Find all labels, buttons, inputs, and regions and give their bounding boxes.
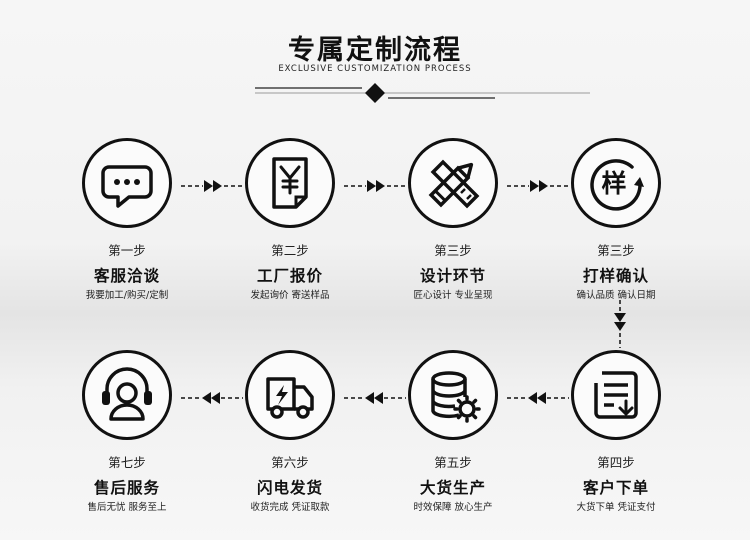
step-3-number: 第三步 xyxy=(434,243,472,258)
sample-char: 样 xyxy=(601,169,626,198)
step-8-circle xyxy=(82,350,172,440)
sample-cycle-icon: 样 xyxy=(590,159,644,211)
arrow-left-icon xyxy=(181,392,243,404)
chat-bubble-icon xyxy=(101,165,153,208)
step-2-circle xyxy=(245,138,335,228)
diamond-ornament-icon xyxy=(365,83,385,103)
arrow-right-icon xyxy=(181,180,243,192)
step-6-circle xyxy=(408,350,498,440)
step-8-desc: 售后无忧 服务至上 xyxy=(87,502,167,513)
step-3-circle xyxy=(408,138,498,228)
step-8-name: 售后服务 xyxy=(93,479,160,497)
database-gear-icon xyxy=(431,371,481,423)
step-2-desc: 发起询价 寄送样品 xyxy=(250,290,330,301)
step-6-name: 大货生产 xyxy=(419,479,486,497)
delivery-truck-icon xyxy=(266,377,314,419)
step-4-name: 打样确认 xyxy=(582,267,649,285)
step-1-circle xyxy=(82,138,172,228)
page-subtitle: EXCLUSIVE CUSTOMIZATION PROCESS xyxy=(278,64,472,74)
step-5-desc: 大货下单 凭证支付 xyxy=(576,502,656,513)
order-form-icon xyxy=(594,371,638,419)
step-2-number: 第二步 xyxy=(271,243,309,258)
step-5-name: 客户下单 xyxy=(582,479,649,497)
yen-receipt-icon xyxy=(272,157,308,209)
step-1-name: 客服洽谈 xyxy=(93,267,160,285)
step-2-name: 工厂报价 xyxy=(256,267,323,285)
step-7-circle xyxy=(245,350,335,440)
step-6-desc: 时效保障 放心生产 xyxy=(413,502,493,513)
arrow-down-icon xyxy=(614,300,626,348)
step-4-desc: 确认品质 确认日期 xyxy=(576,290,656,301)
page-title: 专属定制流程 xyxy=(288,35,462,66)
step-7-number: 第六步 xyxy=(271,455,309,470)
step-1-desc: 我要加工/购买/定制 xyxy=(85,290,169,301)
arrow-left-icon xyxy=(344,392,406,404)
step-8-number: 第七步 xyxy=(108,455,146,470)
step-7-name: 闪电发货 xyxy=(256,479,323,497)
pencil-ruler-icon xyxy=(428,159,480,209)
step-5-circle xyxy=(571,350,661,440)
headset-support-icon xyxy=(102,367,152,421)
arrow-right-icon xyxy=(507,180,569,192)
arrow-left-icon xyxy=(507,392,569,404)
step-4-circle: 样 xyxy=(571,138,661,228)
step-7-desc: 收货完成 凭证取款 xyxy=(250,502,330,513)
step-6-number: 第五步 xyxy=(434,455,472,470)
step-3-desc: 匠心设计 专业呈现 xyxy=(413,290,493,301)
title-divider xyxy=(255,83,590,103)
step-4-number: 第三步 xyxy=(597,243,635,258)
arrow-right-icon xyxy=(344,180,406,192)
step-3-name: 设计环节 xyxy=(419,267,486,285)
step-1-number: 第一步 xyxy=(108,243,146,258)
step-5-number: 第四步 xyxy=(597,455,635,470)
